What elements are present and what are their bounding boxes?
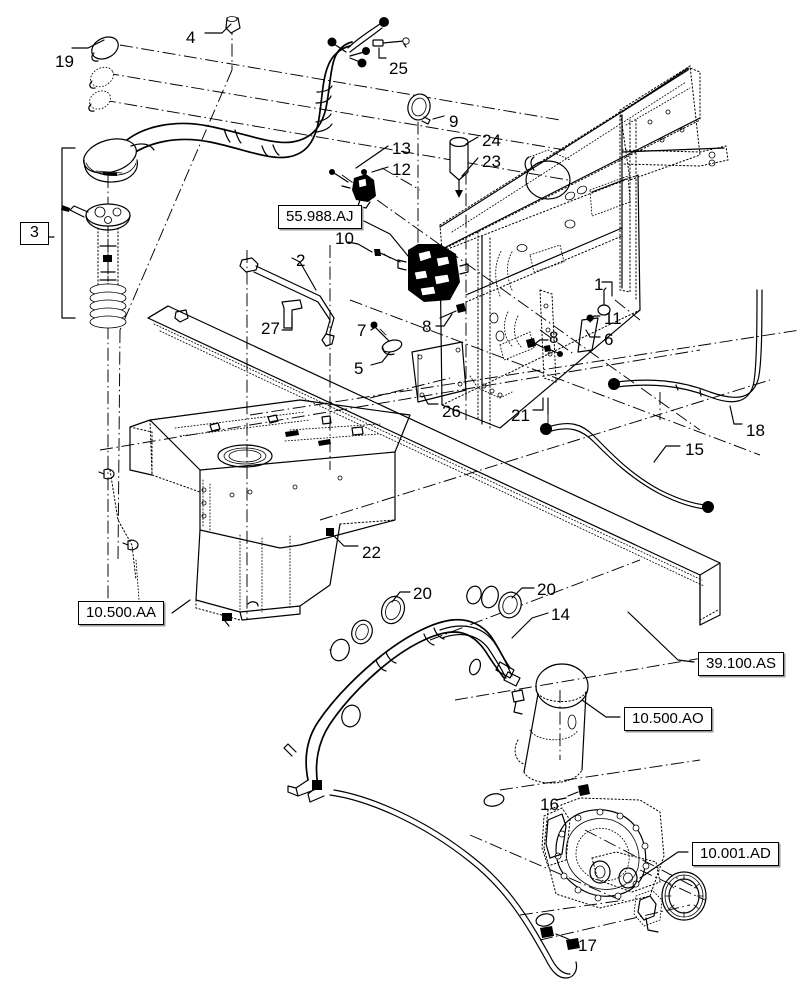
hose-clamp-group-19 <box>71 36 119 112</box>
callout-19: 19 <box>55 52 74 71</box>
valve-12 <box>329 145 389 209</box>
callout-12: 12 <box>392 160 411 179</box>
bolt-8-right <box>526 338 563 357</box>
callout-11: 11 <box>604 309 622 328</box>
return-line-17 <box>329 789 580 979</box>
engine-flywheel-housing <box>541 797 707 933</box>
callout-25: 25 <box>389 59 408 78</box>
shield-plate-26 <box>411 341 467 405</box>
fastener-7-5 <box>370 321 403 366</box>
callout-21: 21 <box>511 406 530 425</box>
callout-6: 6 <box>604 330 614 349</box>
callout-16: 16 <box>540 795 559 814</box>
callout-22: 22 <box>362 543 381 562</box>
bolt-16 <box>555 784 590 801</box>
bar-11-6 <box>577 314 601 353</box>
callout-20-right: 20 <box>537 580 556 599</box>
marker-21 <box>532 397 549 415</box>
callout-5: 5 <box>354 359 364 378</box>
cable-18 <box>608 289 763 425</box>
bracket-27 <box>281 299 303 331</box>
callout-7: 7 <box>357 321 367 340</box>
callout-13: 13 <box>392 139 411 158</box>
callout-14: 14 <box>551 605 570 624</box>
callout-4: 4 <box>186 28 196 47</box>
fitting-4 <box>204 16 241 34</box>
projection-centrelines <box>99 22 801 941</box>
callout-15: 15 <box>685 440 704 459</box>
callout-10: 10 <box>335 229 354 248</box>
reference-box-55988aj[interactable]: 55.988.AJ <box>278 205 362 229</box>
reference-box-39100as[interactable]: 39.100.AS <box>698 652 785 676</box>
callout-20-left: 20 <box>413 584 432 603</box>
exhaust-pipe-assembly <box>283 585 555 927</box>
fuel-filler-cap <box>83 138 155 183</box>
callout-8-right: 8 <box>549 328 559 347</box>
lead-22 <box>326 528 359 547</box>
hose-clamp-9 <box>407 93 445 125</box>
callout-1: 1 <box>594 275 604 294</box>
callout-9: 9 <box>449 112 459 131</box>
fuel-filler-hose <box>117 41 353 163</box>
bolt-8-left <box>435 303 466 327</box>
callout-8-left: 8 <box>422 317 432 336</box>
reference-box-10001ad[interactable]: 10.001.AD <box>692 842 779 866</box>
group-box-3[interactable]: 3 <box>20 222 49 245</box>
fuel-level-sender-assembly <box>39 147 131 331</box>
rod-eyelet-1 <box>597 281 613 316</box>
callout-26: 26 <box>442 402 461 421</box>
callout-2: 2 <box>296 251 306 270</box>
exhaust-muffler <box>511 663 621 784</box>
fuel-pump-module <box>363 220 469 302</box>
callout-27: 27 <box>261 319 280 338</box>
fuel-tank-assembly <box>98 309 411 627</box>
reference-box-10500aa[interactable]: 10.500.AA <box>78 601 165 625</box>
reference-box-10500ao[interactable]: 10.500.AO <box>624 707 712 731</box>
sensor-24-23 <box>449 136 479 198</box>
callout-24: 24 <box>482 131 501 150</box>
screw-10 <box>347 241 401 263</box>
callout-17: 17 <box>578 936 597 955</box>
chassis-frame-structure <box>439 65 729 663</box>
chassis-frame-rail <box>147 305 721 626</box>
wiring-harness-25 <box>327 17 410 68</box>
callout-18: 18 <box>746 421 765 440</box>
linkage-rod-2 <box>239 257 335 347</box>
fuel-line-15 <box>540 423 714 513</box>
callout-23: 23 <box>482 152 501 171</box>
